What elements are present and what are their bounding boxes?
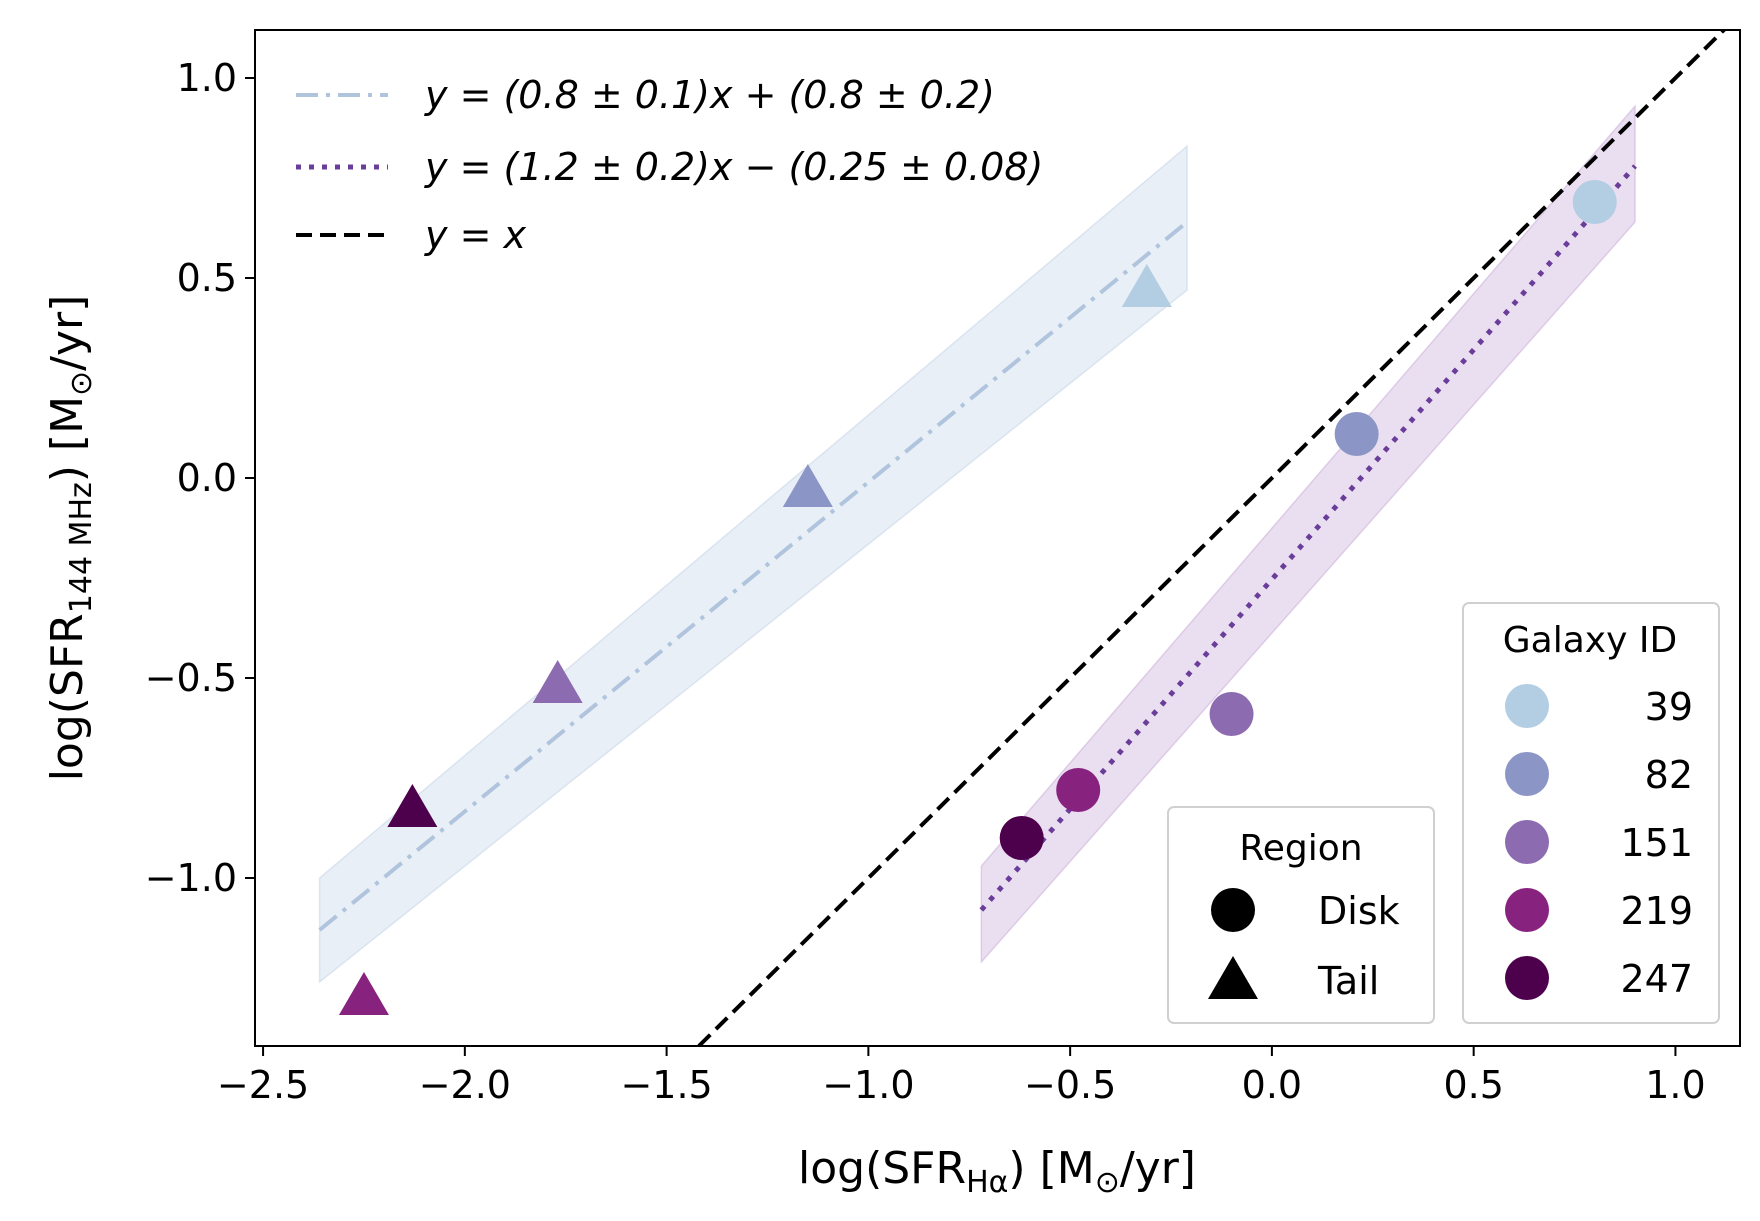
fit-legend-label-3: y = x xyxy=(424,213,526,257)
y-tick-label: 0.0 xyxy=(177,456,237,500)
y-axis-label-end: /yr] xyxy=(42,295,93,371)
tail-point-galaxy-151 xyxy=(532,660,583,703)
fit-band-1 xyxy=(318,144,1188,984)
galaxy-legend-label-82: 82 xyxy=(1645,753,1693,797)
y-tick-label: 0.5 xyxy=(177,256,237,300)
x-axis-label-sun-symbol: ⊙ xyxy=(1095,1165,1120,1200)
galaxy-legend-title: Galaxy ID xyxy=(1503,620,1677,661)
region-legend-disk-label: Disk xyxy=(1318,889,1400,933)
y-axis-label-unit: ) [M xyxy=(42,396,93,482)
fit-bands xyxy=(318,103,1636,984)
tail-point-galaxy-82 xyxy=(782,464,833,507)
galaxy-legend-marker-247 xyxy=(1505,956,1549,1000)
y-axis-label-main: log(SFR xyxy=(42,613,93,781)
region-legend-tail-marker xyxy=(1208,956,1258,999)
x-axis-label: log(SFRHα) [M⊙/yr] xyxy=(798,1143,1196,1200)
x-axis: −2.5 −2.0 −1.5 −1.0 −0.5 0.0 0.5 1.0 xyxy=(217,1046,1706,1107)
x-tick-label: 0.5 xyxy=(1443,1063,1503,1107)
fit-legend-label-1: y = (0.8 ± 0.1)x + (0.8 ± 0.2) xyxy=(424,73,995,117)
galaxy-legend-label-219: 219 xyxy=(1620,889,1693,933)
galaxy-legend-marker-82 xyxy=(1505,752,1549,796)
fit-line-2 xyxy=(979,164,1637,912)
x-tick-label: −2.5 xyxy=(217,1063,309,1107)
y-axis-label-sun-symbol: ⊙ xyxy=(64,371,99,396)
x-axis-label-main: log(SFR xyxy=(798,1143,966,1194)
disk-point-galaxy-39 xyxy=(1572,180,1617,224)
data-points xyxy=(338,180,1617,1015)
x-tick-label: −1.0 xyxy=(822,1063,914,1107)
fit-line-3 xyxy=(697,30,1727,1046)
x-axis-label-subscript: Hα xyxy=(966,1165,1008,1200)
fit-legend-label-2: y = (1.2 ± 0.2)x − (0.25 ± 0.08) xyxy=(424,145,1043,189)
fit-legend: y = (0.8 ± 0.1)x + (0.8 ± 0.2) y = (1.2 … xyxy=(296,73,1043,257)
y-tick-label: 1.0 xyxy=(177,56,237,100)
disk-point-galaxy-151 xyxy=(1209,692,1254,736)
x-axis-label-unit: ) [M xyxy=(1008,1143,1094,1194)
galaxy-legend-marker-151 xyxy=(1505,820,1549,864)
tail-point-galaxy-247 xyxy=(387,784,438,827)
region-legend-tail-label: Tail xyxy=(1317,959,1379,1003)
galaxy-legend-marker-219 xyxy=(1505,888,1549,932)
galaxy-legend-label-39: 39 xyxy=(1645,685,1693,729)
x-tick-label: −2.0 xyxy=(419,1063,511,1107)
y-tick-label: −0.5 xyxy=(145,656,237,700)
tail-point-galaxy-39 xyxy=(1121,264,1172,307)
disk-point-galaxy-82 xyxy=(1334,412,1379,456)
region-legend-disk-marker xyxy=(1211,888,1255,932)
y-axis-label-subscript: 144 MHz xyxy=(64,482,99,613)
plot-frame xyxy=(254,29,1741,1047)
region-legend-title: Region xyxy=(1239,828,1362,869)
galaxy-legend-label-247: 247 xyxy=(1620,957,1693,1001)
fit-lines xyxy=(318,30,1727,1046)
x-tick-label: 1.0 xyxy=(1645,1063,1705,1107)
galaxy-legend: Galaxy ID 39 82 151 219 247 xyxy=(1462,602,1720,1024)
y-tick-label: −1.0 xyxy=(145,856,237,900)
region-legend: Region Disk Tail xyxy=(1167,806,1435,1024)
x-tick-label: −0.5 xyxy=(1024,1063,1116,1107)
fit-line-1 xyxy=(318,220,1189,932)
fit-band-2 xyxy=(980,103,1636,964)
y-axis-label: log(SFR144 MHz) [M⊙/yr] xyxy=(42,295,99,782)
y-axis: −1.0 −0.5 0.0 0.5 1.0 xyxy=(145,56,255,900)
galaxy-legend-entries: 39 82 151 219 247 xyxy=(1505,684,1693,1001)
disk-point-galaxy-219 xyxy=(1056,768,1101,812)
x-axis-label-end: /yr] xyxy=(1120,1143,1196,1194)
galaxy-legend-marker-39 xyxy=(1505,684,1549,728)
disk-point-galaxy-247 xyxy=(999,816,1044,860)
x-tick-label: 0.0 xyxy=(1242,1063,1302,1107)
x-tick-label: −1.5 xyxy=(620,1063,712,1107)
galaxy-legend-label-151: 151 xyxy=(1620,821,1693,865)
tail-point-galaxy-219 xyxy=(338,972,389,1015)
